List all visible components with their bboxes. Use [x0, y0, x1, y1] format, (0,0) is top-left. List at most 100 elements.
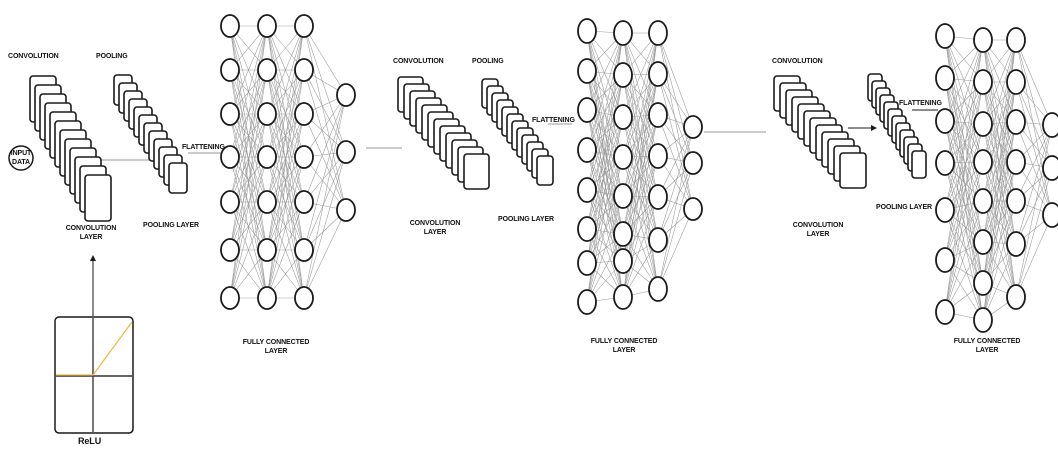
neuron: [974, 112, 992, 136]
neuron: [221, 239, 239, 261]
neuron: [258, 146, 276, 168]
neuron: [337, 199, 355, 221]
neuron: [974, 28, 992, 52]
stage2-flattening-label: FLATTENING: [532, 116, 575, 125]
neuron: [295, 15, 313, 37]
neuron: [578, 178, 596, 202]
feature-map: [912, 151, 926, 178]
label-line: CONVOLUTION: [400, 219, 470, 228]
neuron: [221, 103, 239, 125]
neuron: [295, 287, 313, 309]
neuron: [1007, 28, 1025, 52]
label-line: FULLY CONNECTED: [236, 338, 316, 347]
neuron: [578, 251, 596, 275]
connection-line: [304, 152, 346, 298]
neuron: [936, 66, 954, 90]
stage1-convolution-layer-label: CONVOLUTION LAYER: [56, 224, 126, 242]
stage2-fully-connected-label: FULLY CONNECTED LAYER: [584, 337, 664, 355]
neuron: [258, 103, 276, 125]
stage2-convolution-layer-label: CONVOLUTION LAYER: [400, 219, 470, 237]
stage2-convolution-title: CONVOLUTION: [393, 57, 444, 66]
neuron: [614, 249, 632, 273]
neuron: [684, 152, 702, 174]
neuron: [936, 151, 954, 175]
neuron: [1007, 110, 1025, 134]
neuron: [649, 228, 667, 252]
label-line: LAYER: [783, 230, 853, 239]
neuron: [974, 70, 992, 94]
neuron: [649, 21, 667, 45]
neuron: [578, 19, 596, 43]
neuron: [684, 116, 702, 138]
neuron: [295, 59, 313, 81]
label-line: LAYER: [400, 228, 470, 237]
neuron: [936, 109, 954, 133]
input-data-label: INPUT DATA: [9, 149, 33, 167]
label-line: LAYER: [56, 233, 126, 242]
neuron: [614, 222, 632, 246]
connection-line: [1016, 215, 1052, 297]
neuron: [614, 184, 632, 208]
neuron: [1043, 203, 1058, 227]
neuron: [684, 198, 702, 220]
label-line: LAYER: [584, 346, 664, 355]
neuron: [221, 287, 239, 309]
neuron: [974, 189, 992, 213]
connection-line: [1016, 125, 1052, 244]
relu-graph: [55, 317, 133, 433]
stage3-convolution-layer-label: CONVOLUTION LAYER: [783, 221, 853, 239]
neuron: [974, 271, 992, 295]
stage2-pooling-layer-label: POOLING LAYER: [498, 215, 554, 224]
stage2-fully-connected-network: [578, 19, 702, 314]
neuron: [974, 150, 992, 174]
neuron: [614, 145, 632, 169]
feature-map: [85, 175, 111, 221]
label-line: CONVOLUTION: [783, 221, 853, 230]
neuron: [258, 191, 276, 213]
stage1-flattening-label: FLATTENING: [182, 143, 225, 152]
input-label-line1: INPUT: [9, 149, 33, 158]
label-line: CONVOLUTION: [56, 224, 126, 233]
stage3-pooling-stack: [868, 74, 926, 178]
neuron: [221, 15, 239, 37]
stage3-pooling-layer-label: POOLING LAYER: [876, 203, 932, 212]
neuron: [295, 191, 313, 213]
neuron: [258, 59, 276, 81]
label-line: LAYER: [947, 346, 1027, 355]
neuron: [578, 98, 596, 122]
stage2-pooling-stack: [482, 79, 553, 185]
stage1-fully-connected-label: FULLY CONNECTED LAYER: [236, 338, 316, 356]
connection-lines: [230, 26, 346, 298]
neuron: [295, 239, 313, 261]
neuron: [936, 300, 954, 324]
neuron: [1007, 285, 1025, 309]
neuron: [221, 59, 239, 81]
stage1-pooling-title: POOLING: [96, 52, 128, 61]
neuron: [649, 103, 667, 127]
neuron: [295, 146, 313, 168]
feature-map: [840, 153, 866, 188]
neuron: [578, 59, 596, 83]
neuron: [614, 63, 632, 87]
neuron: [649, 277, 667, 301]
neuron: [1007, 189, 1025, 213]
label-line: FULLY CONNECTED: [947, 337, 1027, 346]
label-line: FULLY CONNECTED: [584, 337, 664, 346]
feature-map: [169, 163, 187, 193]
connection-line: [945, 36, 983, 162]
stage3-flattening-label: FLATTENING: [899, 99, 942, 108]
neuron: [337, 141, 355, 163]
stage1-convolution-stack: [30, 76, 111, 221]
neuron: [936, 198, 954, 222]
neuron: [1007, 150, 1025, 174]
neuron: [1043, 113, 1058, 137]
neuron: [649, 185, 667, 209]
neuron: [974, 308, 992, 332]
neuron: [578, 290, 596, 314]
label-line: LAYER: [236, 347, 316, 356]
neuron: [1007, 232, 1025, 256]
relu-label: ReLU: [78, 437, 101, 446]
neuron: [295, 103, 313, 125]
stage1-pooling-stack: [114, 75, 187, 193]
neuron: [1043, 156, 1058, 180]
